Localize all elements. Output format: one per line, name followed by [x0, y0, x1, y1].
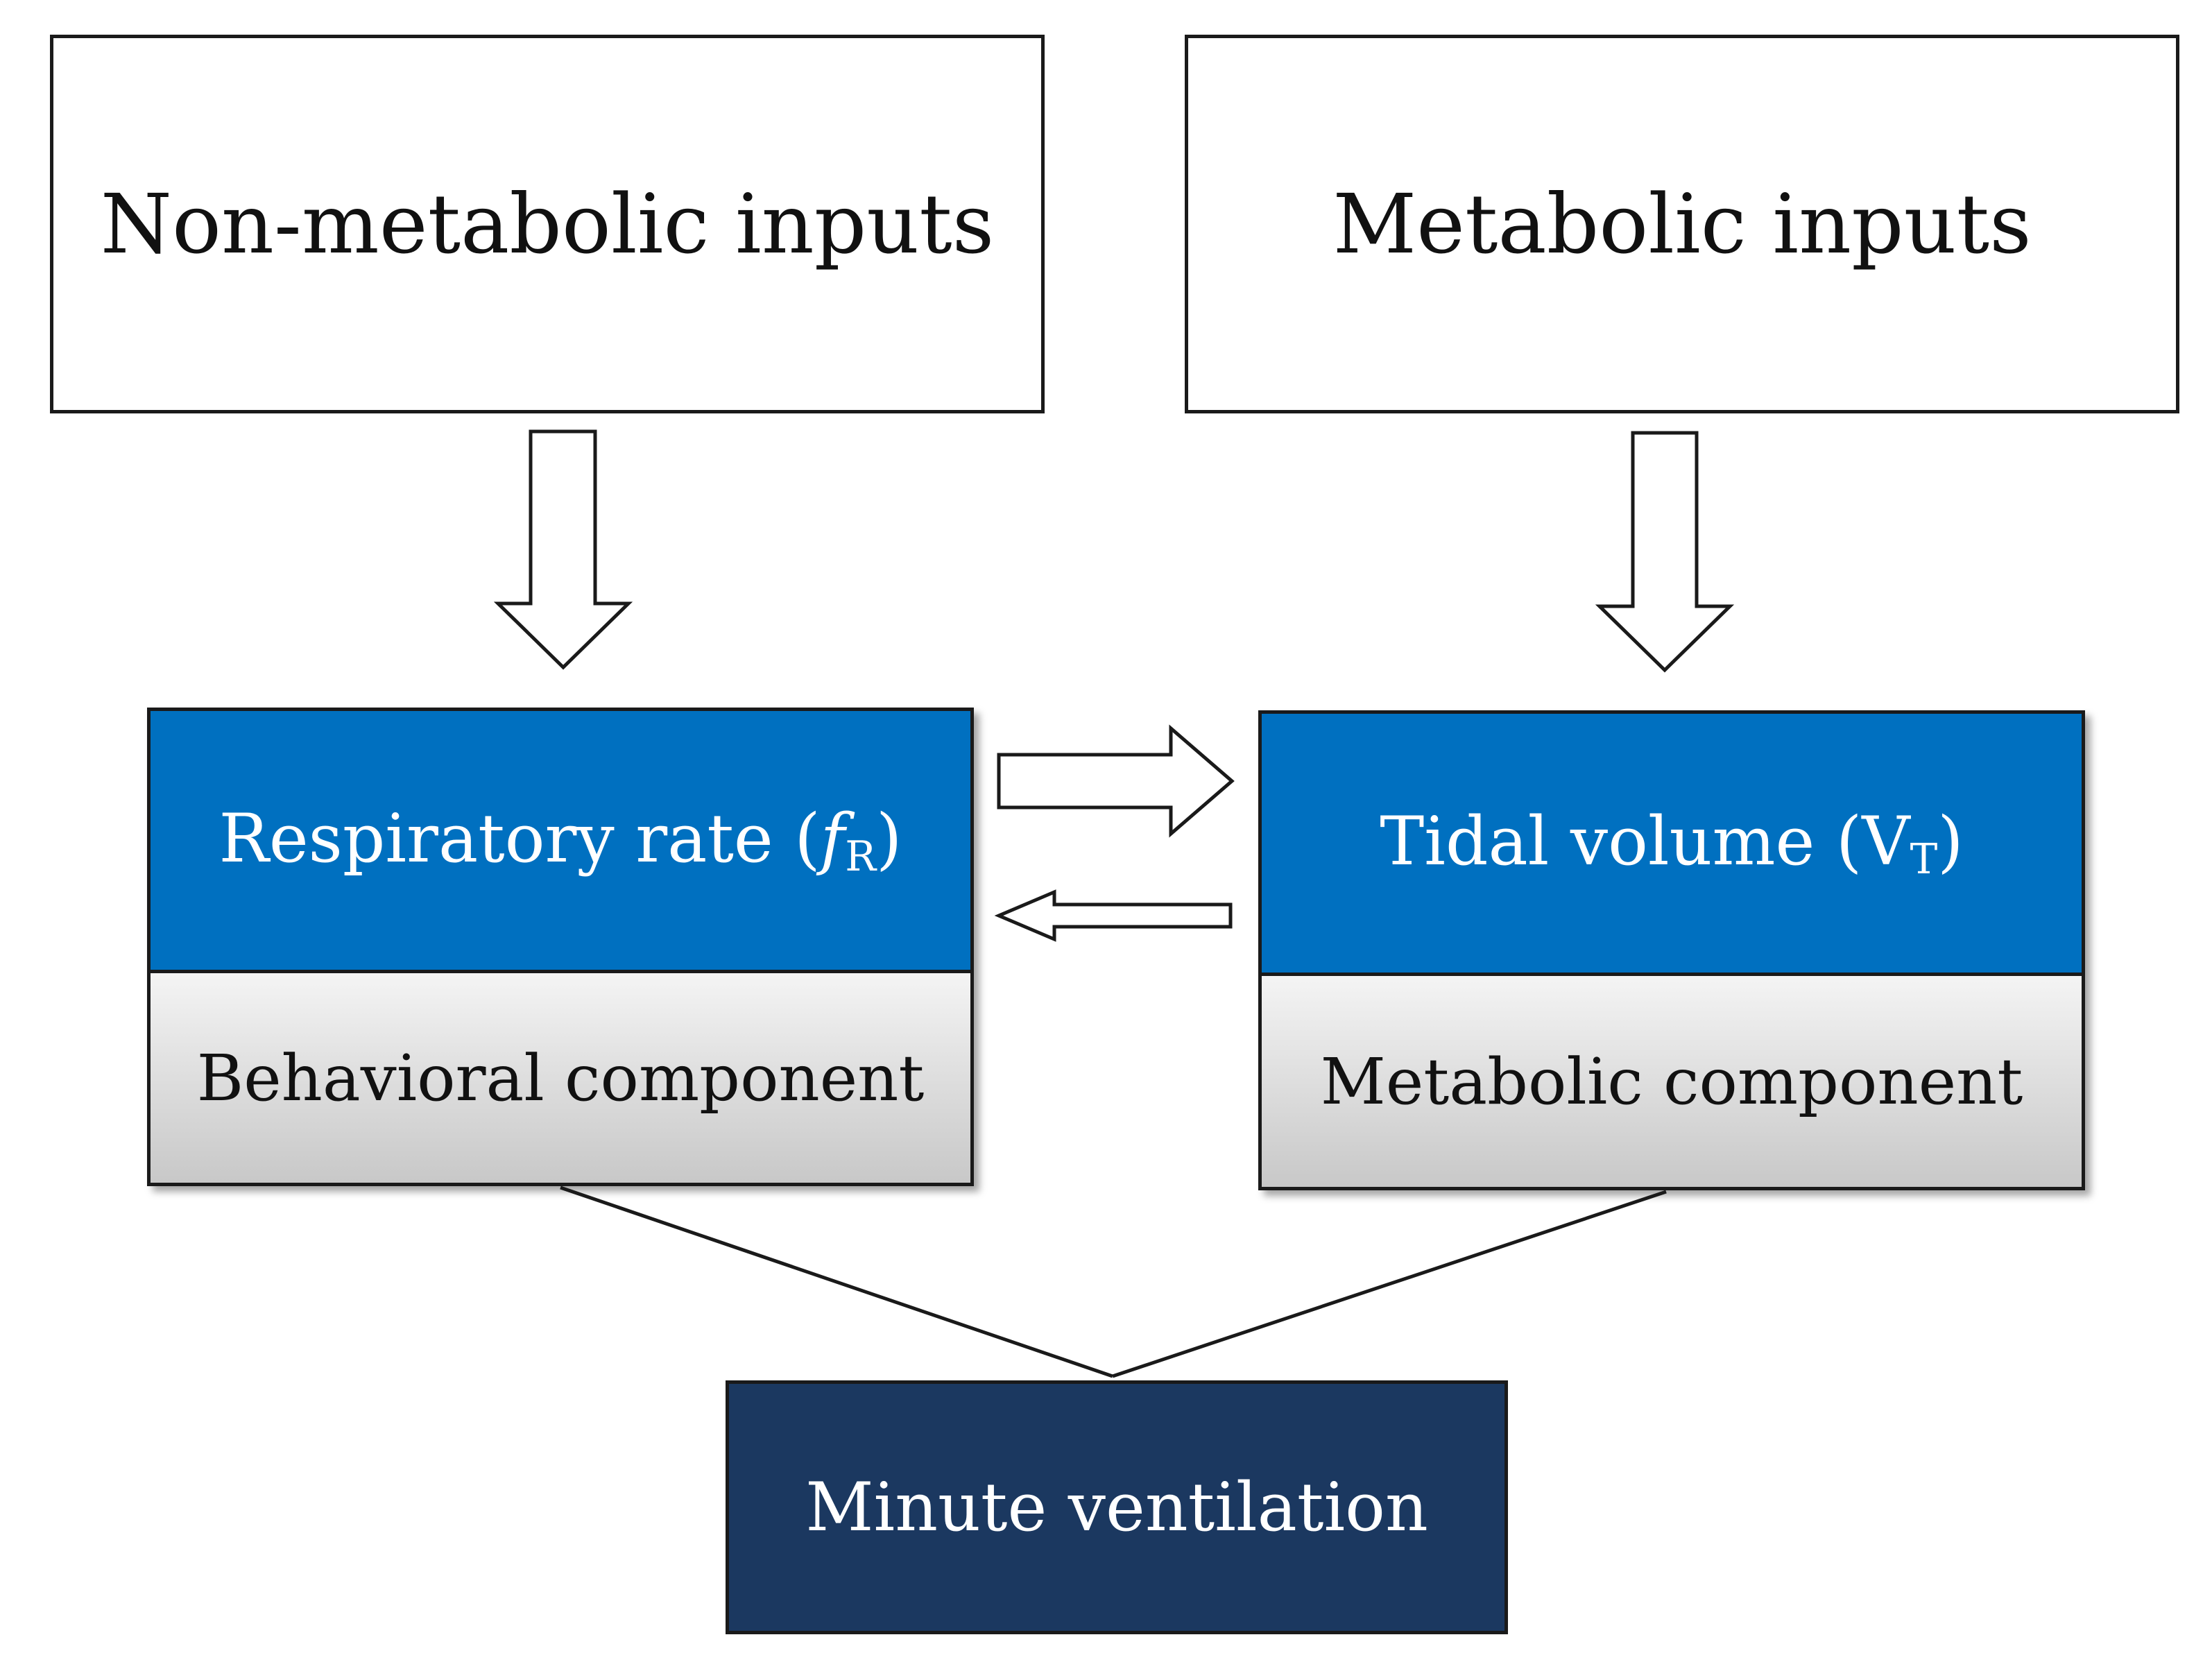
down-arrow-right [1595, 431, 1735, 673]
respiratory-rate-header: Respiratory rate (fR) [151, 711, 970, 973]
connector-volume-to-ventilation [1112, 1190, 1667, 1378]
metabolic-component-section: Metabolic component [1262, 976, 2082, 1187]
down-arrow-left [493, 429, 633, 670]
non-metabolic-inputs-box: Non-metabolic inputs [50, 35, 1045, 413]
respiratory-rate-label: Respiratory rate (fR) [219, 800, 902, 881]
behavioral-component-section: Behavioral component [151, 973, 970, 1183]
behavioral-component-label: Behavioral component [196, 1040, 925, 1115]
non-metabolic-inputs-label: Non-metabolic inputs [100, 176, 995, 272]
connector-rate-to-ventilation [560, 1185, 1113, 1378]
minute-ventilation-box: Minute ventilation [726, 1380, 1508, 1634]
metabolic-inputs-box: Metabolic inputs [1185, 35, 2179, 413]
respiratory-rate-text: Respiratory rate ( [218, 799, 821, 877]
respiratory-rate-box: Respiratory rate (fR) Behavioral compone… [147, 708, 974, 1186]
minute-ventilation-label: Minute ventilation [805, 1468, 1428, 1546]
respiratory-rate-close: ) [876, 799, 902, 877]
tidal-volume-text: Tidal volume (V [1380, 802, 1910, 880]
tidal-volume-close: ) [1937, 802, 1964, 880]
metabolic-component-label: Metabolic component [1320, 1044, 2023, 1119]
respiratory-rate-symbol: f [820, 799, 846, 877]
right-arrow-rate-to-volume [997, 724, 1235, 838]
tidal-volume-header: Tidal volume (VT) [1262, 714, 2082, 976]
tidal-volume-subscript: T [1910, 836, 1938, 884]
tidal-volume-box: Tidal volume (VT) Metabolic component [1258, 710, 2085, 1190]
tidal-volume-label: Tidal volume (VT) [1380, 803, 1964, 884]
respiratory-rate-subscript: R [845, 833, 877, 882]
metabolic-inputs-label: Metabolic inputs [1332, 176, 2032, 272]
left-arrow-volume-to-rate [994, 889, 1233, 942]
